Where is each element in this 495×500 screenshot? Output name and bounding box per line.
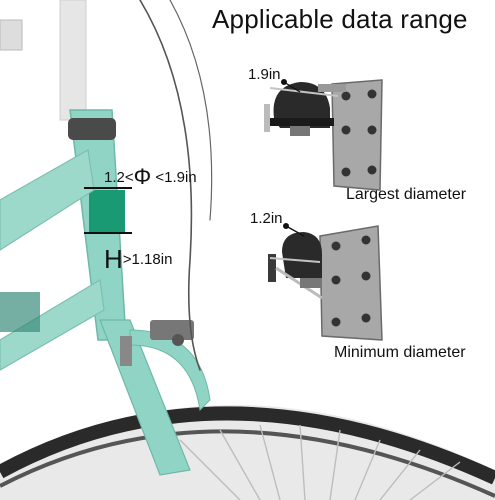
tube-measure-lines (84, 187, 132, 234)
height-label: H>1.18in (104, 240, 173, 274)
front-wheel (0, 405, 495, 500)
diameter-range-label: 1.2<Φ <1.9in (104, 162, 197, 189)
height-value: >1.18in (122, 251, 173, 268)
height-symbol: H (104, 244, 123, 274)
range-min: 1.2< (104, 169, 134, 186)
range-max: <1.9in (155, 169, 197, 186)
bicycle-frame (0, 0, 213, 476)
largest-caption: Largest diameter (346, 186, 467, 203)
bracket-largest (264, 79, 383, 191)
bracket-minimum (268, 225, 383, 341)
bracket-minimum-marker (283, 223, 305, 237)
phi-symbol: Φ (133, 164, 152, 189)
minimum-caption: Minimum diameter (334, 344, 466, 361)
page-title: Applicable data range (212, 4, 468, 34)
bracket-largest-marker (281, 79, 301, 93)
largest-size-label: 1.9in (248, 66, 281, 83)
minimum-size-label: 1.2in (250, 210, 283, 227)
